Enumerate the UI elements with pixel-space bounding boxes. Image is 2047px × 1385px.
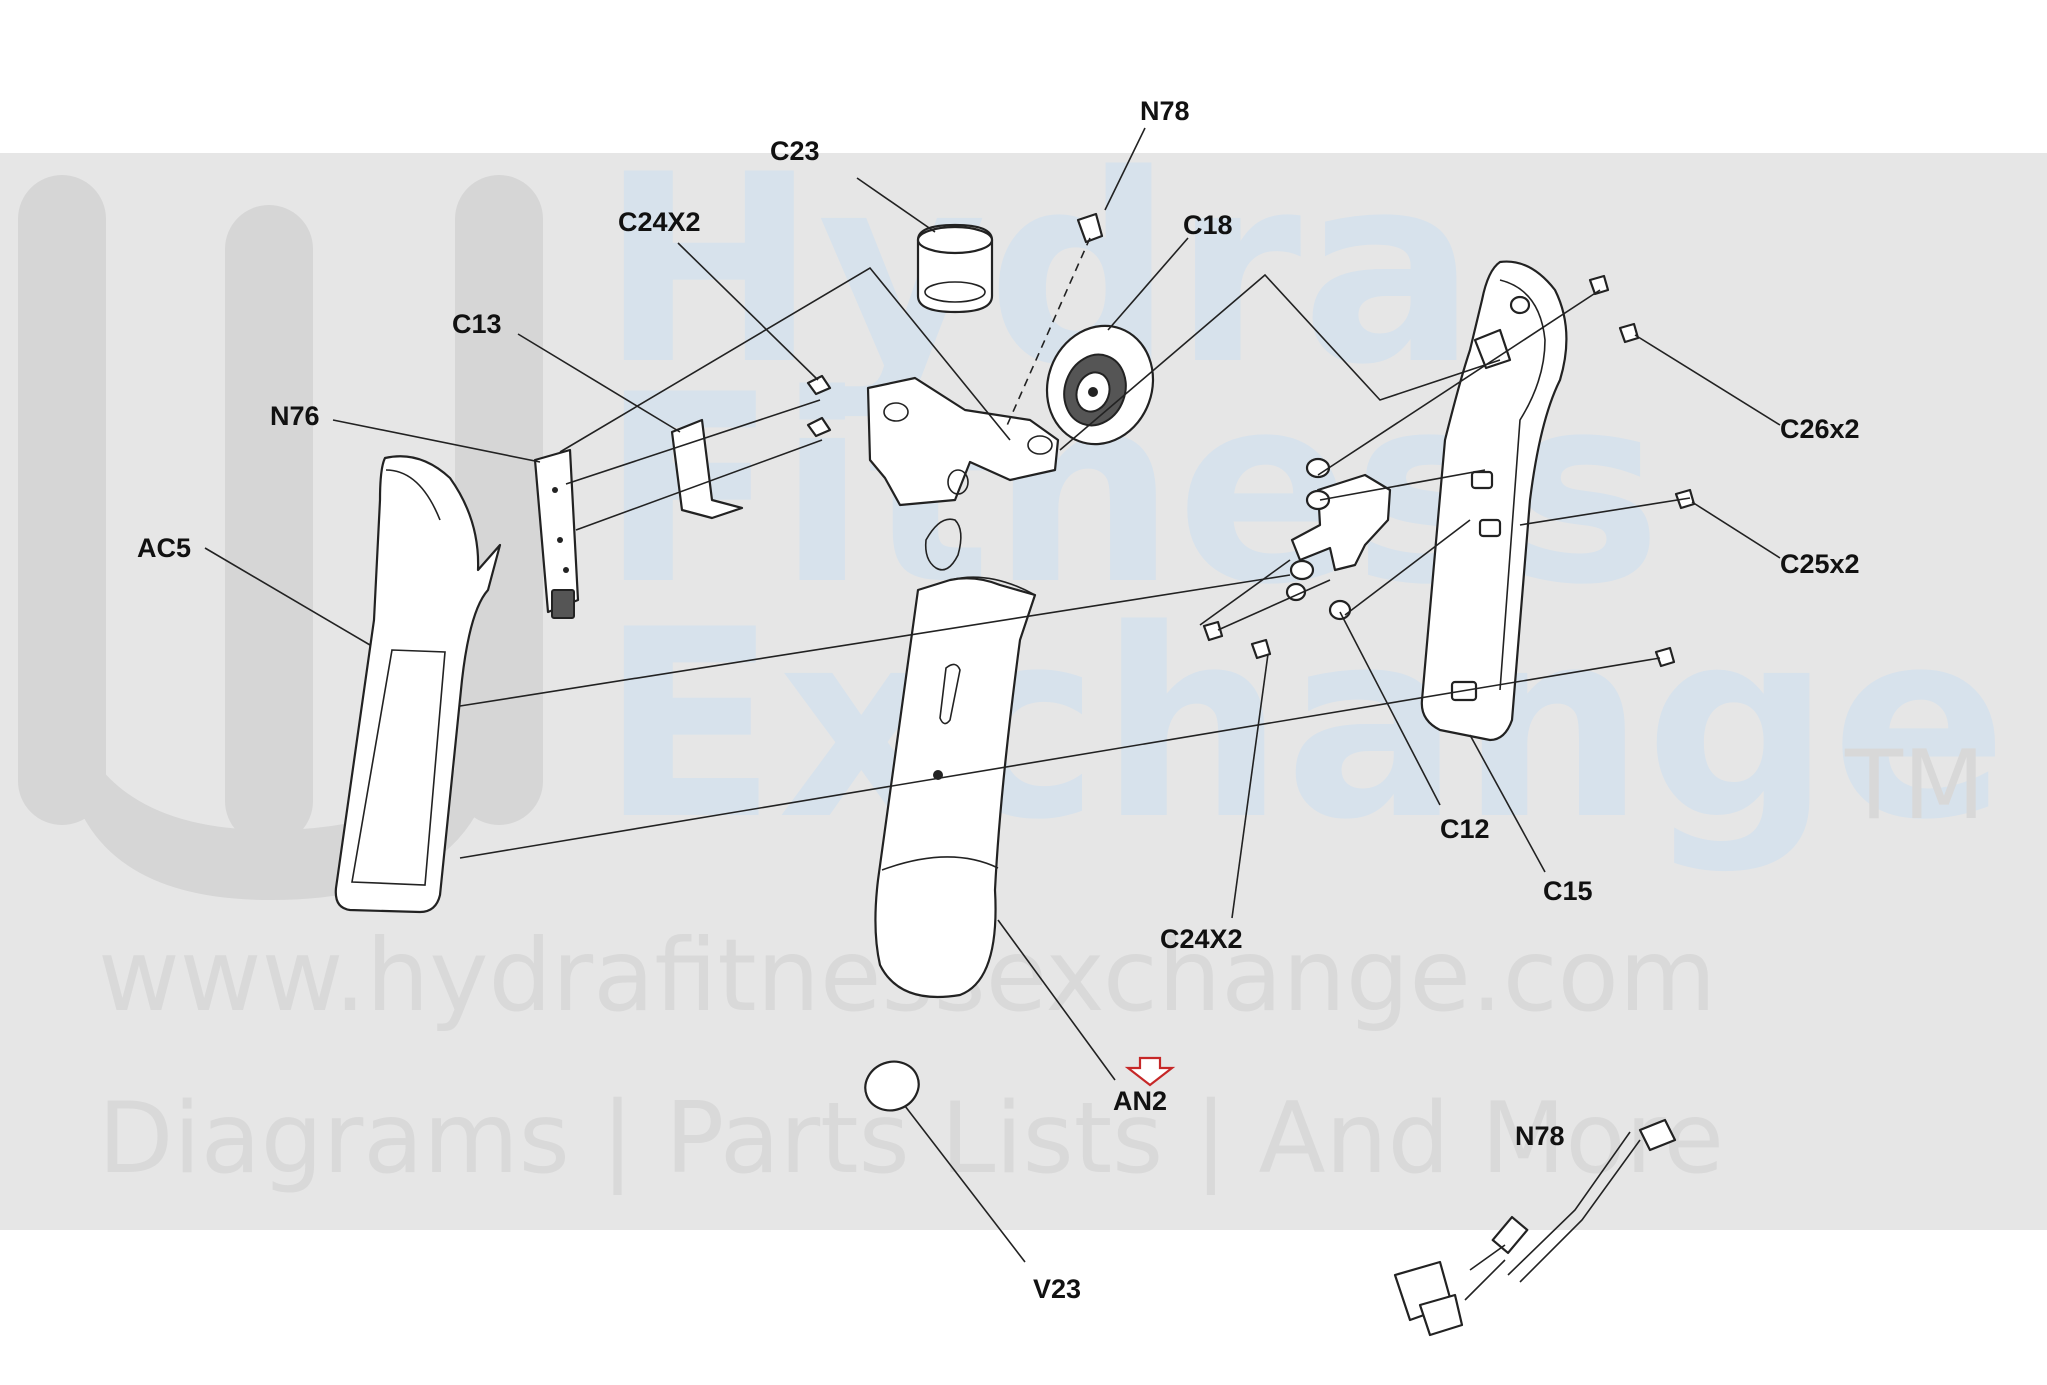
label-c12: C12 (1440, 814, 1490, 844)
part-c15-housing (1420, 260, 1568, 742)
label-c24x2-top: C24X2 (618, 207, 701, 237)
label-n78-bottom: N78 (1515, 1121, 1565, 1151)
label-ac5: AC5 (137, 533, 191, 563)
part-n78-connector (1076, 212, 1104, 244)
label-c18: C18 (1183, 210, 1233, 240)
label-c24x2-bottom: C24X2 (1160, 924, 1243, 954)
part-c12-bracket (1285, 457, 1392, 621)
part-c18-wheel (1045, 324, 1155, 446)
watermark: Hydra Fitness Exchange TM www.hydrafitne… (0, 120, 2047, 1230)
part-v23-cap (864, 1060, 920, 1112)
watermark-band (0, 153, 2047, 1230)
leader-lines (204, 127, 1781, 1263)
an2-highlight-arrow-icon (1124, 1056, 1176, 1087)
watermark-line1: Hydra (600, 120, 1477, 422)
label-n76: N76 (270, 401, 320, 431)
label-c13: C13 (452, 309, 502, 339)
label-v23: V23 (1033, 1274, 1081, 1304)
label-an2: AN2 (1113, 1086, 1167, 1116)
part-n78-cable (1393, 1118, 1677, 1337)
part-ac5-grip (334, 455, 502, 914)
label-c23: C23 (770, 136, 820, 166)
label-n78-top: N78 (1140, 96, 1190, 126)
part-an2-tube (866, 376, 1060, 999)
watermark-line3: Exchange (600, 575, 2008, 877)
part-n76-board (533, 448, 580, 619)
label-c25x2: C25x2 (1780, 549, 1860, 579)
part-c13-bracket (670, 418, 744, 520)
watermark-tm: TM (1844, 731, 1985, 841)
part-c23-bushing (916, 223, 994, 314)
label-c15: C15 (1543, 876, 1593, 906)
label-c26x2: C26x2 (1780, 414, 1860, 444)
part-labels: N78 C23 C24X2 C18 C13 N76 AC5 C26x2 C25x… (137, 96, 1860, 1304)
